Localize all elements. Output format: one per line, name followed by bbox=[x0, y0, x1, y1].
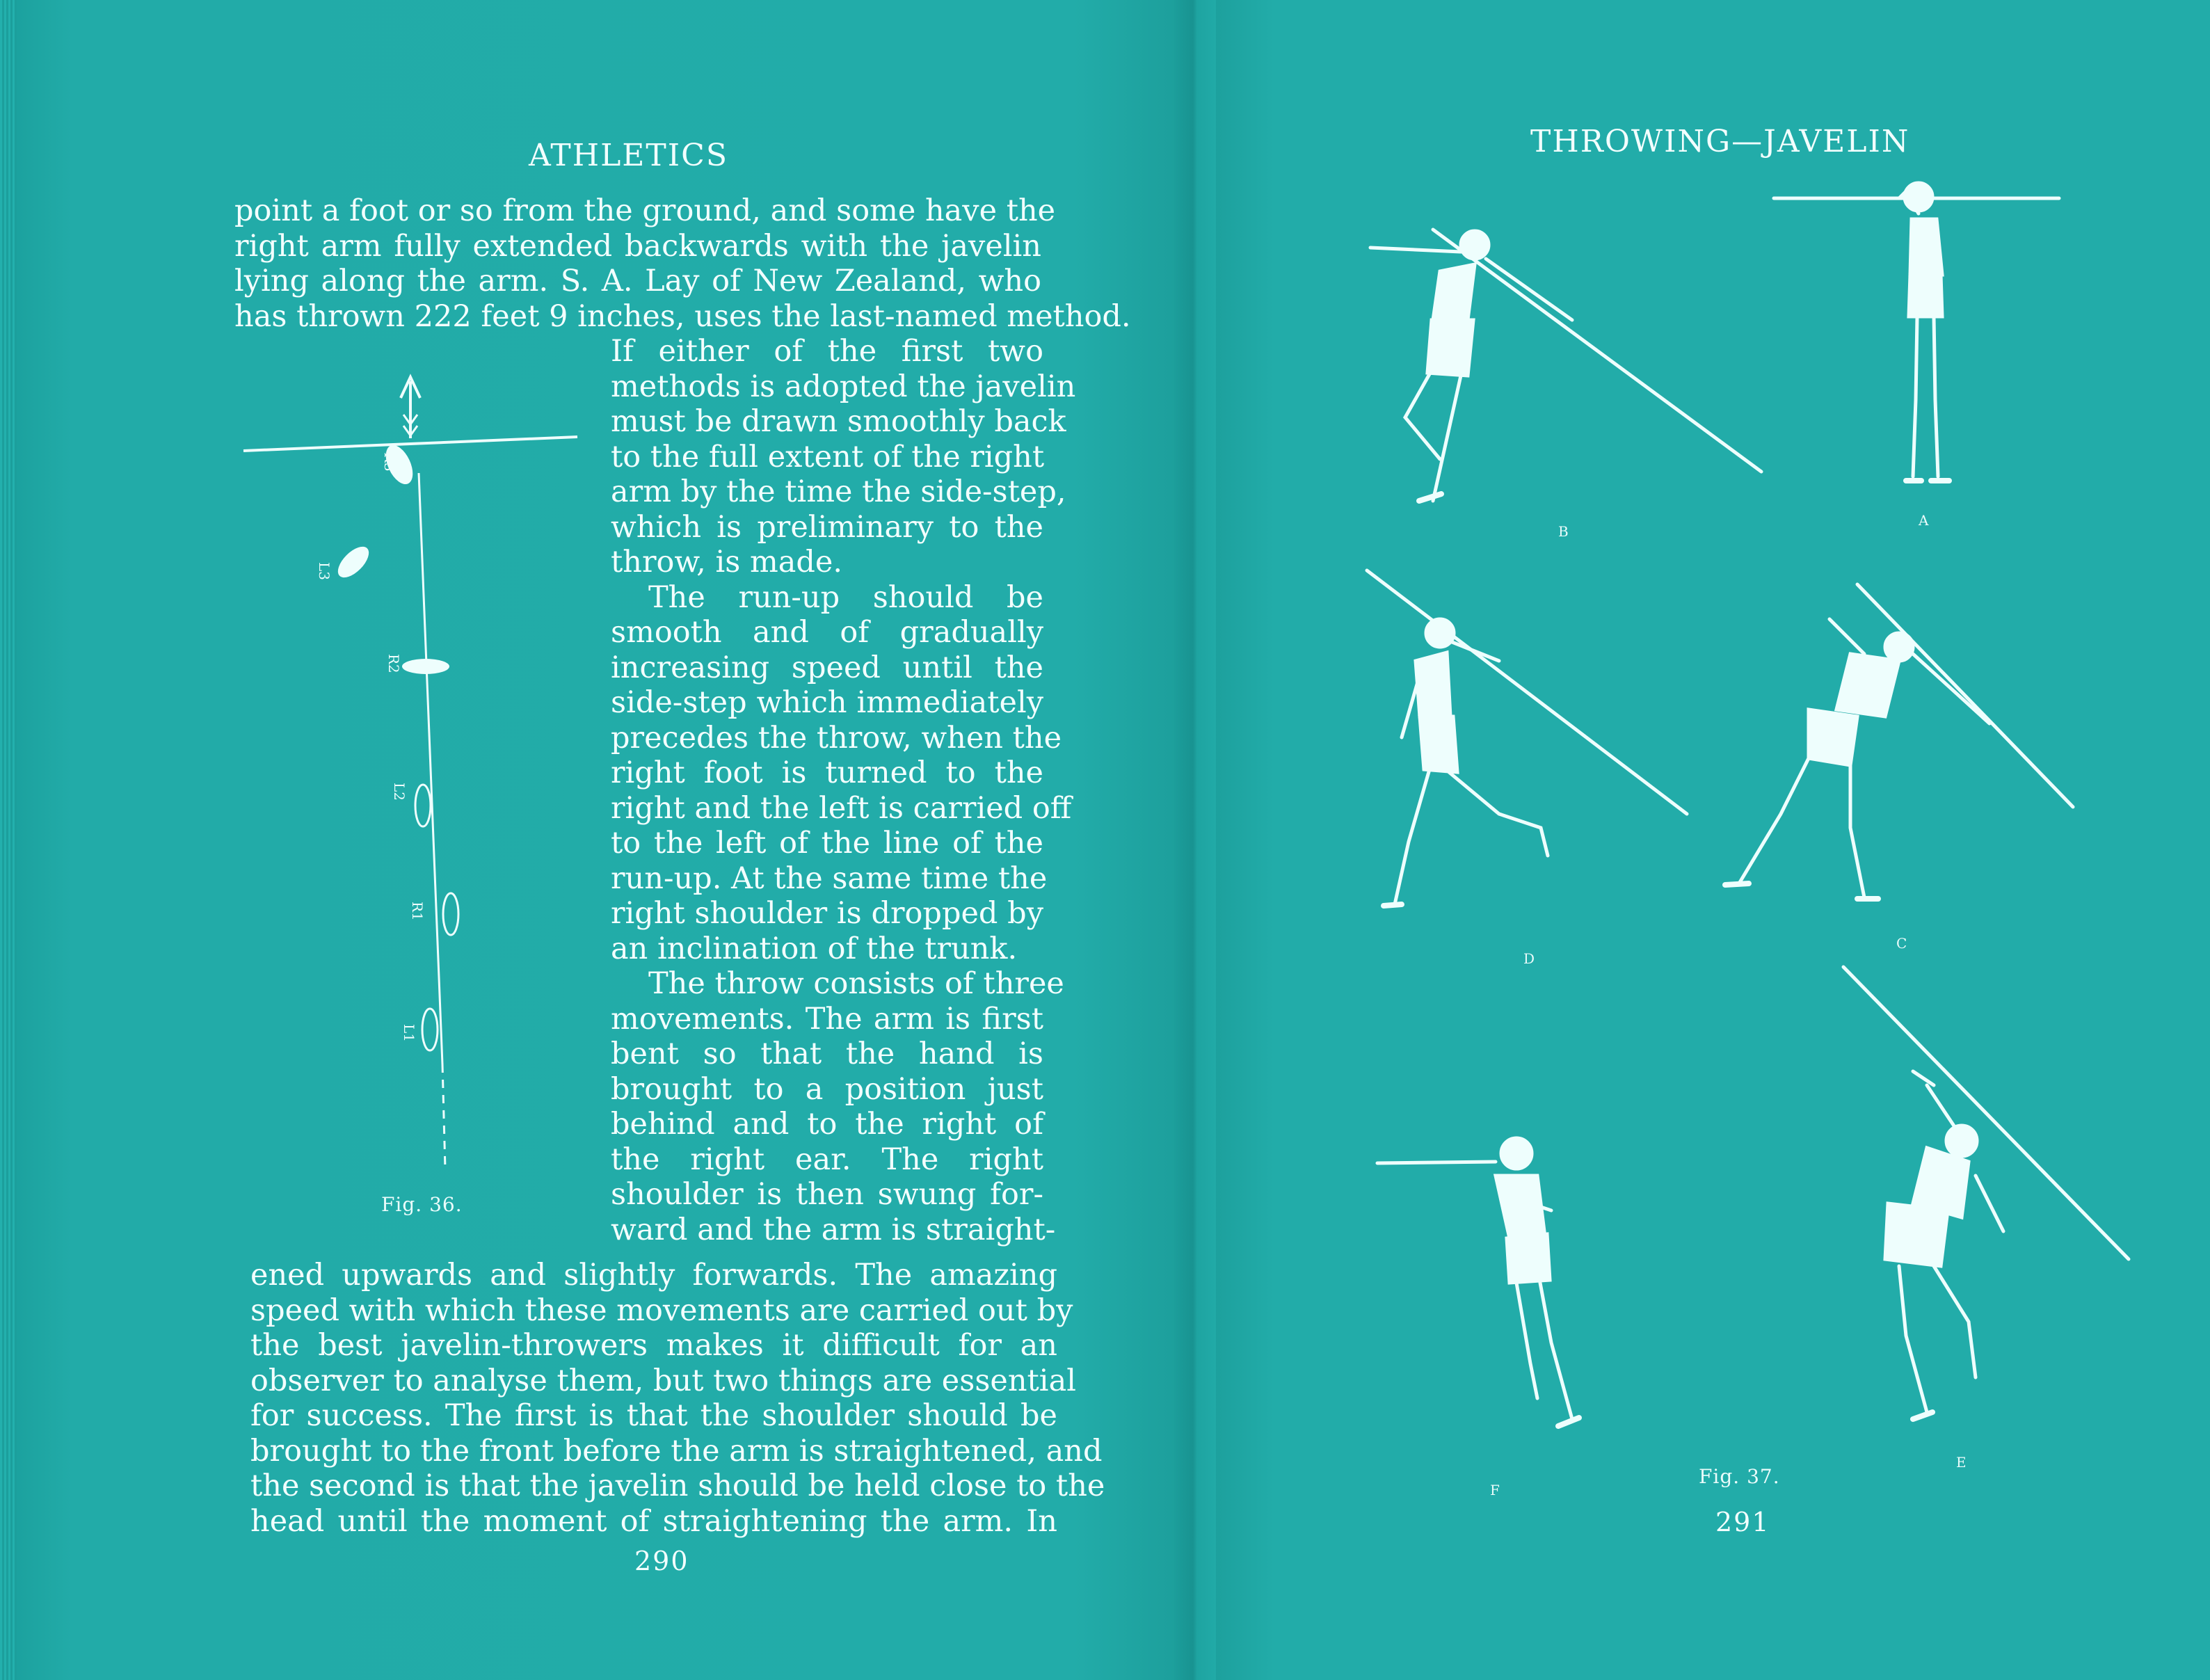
footprint-icon bbox=[442, 892, 460, 936]
footprints bbox=[337, 445, 460, 1052]
footprint-icon bbox=[414, 783, 432, 828]
text-line: precedes the throw, when the bbox=[611, 720, 1062, 755]
left-page bbox=[0, 0, 1193, 1680]
text-line: observer to analyse them, but two things… bbox=[250, 1363, 1076, 1398]
figure-letter-e: E bbox=[1956, 1454, 1967, 1471]
right-page bbox=[1193, 0, 2210, 1680]
text-block-top: point a foot or so from the ground, and … bbox=[234, 193, 1131, 334]
text-line: the second is that the javelin should be… bbox=[250, 1469, 1105, 1503]
text-line: shoulder is then swung for- bbox=[611, 1177, 1043, 1212]
text-line: for success. The first is that the shoul… bbox=[250, 1398, 1057, 1433]
text-line: The run-up should be bbox=[648, 579, 1043, 615]
text-line: the best javelin-throwers makes it diffi… bbox=[250, 1328, 1057, 1363]
athlete-figure-e bbox=[1829, 960, 2136, 1447]
text-line: to the full extent of the right bbox=[611, 439, 1045, 474]
footprint-icon bbox=[421, 1007, 439, 1052]
text-line: which is preliminary to the bbox=[611, 509, 1043, 545]
text-line: brought to a position just bbox=[611, 1071, 1043, 1107]
athlete-figure-b bbox=[1363, 209, 1767, 515]
figure-letter-d: D bbox=[1523, 950, 1536, 967]
foot-label-l3: L3 bbox=[316, 562, 333, 581]
figure-caption-37: Fig. 37. bbox=[1699, 1465, 1780, 1488]
footprint-icon bbox=[385, 445, 413, 485]
athlete-figure-f bbox=[1370, 1113, 1621, 1461]
text-line: throw, is made. bbox=[611, 545, 842, 579]
text-line: right foot is turned to the bbox=[611, 755, 1043, 790]
run-up-diagram bbox=[237, 369, 598, 1190]
page-edge bbox=[0, 0, 17, 1680]
page-number-right: 291 bbox=[1715, 1507, 1770, 1537]
text-line: smooth and of gradually bbox=[611, 615, 1043, 650]
text-line: right and the left is carried off bbox=[611, 790, 1072, 826]
throwing-line bbox=[243, 435, 578, 452]
text-line: the right ear. The right bbox=[611, 1142, 1043, 1177]
direction-arrow-head bbox=[399, 374, 422, 399]
text-line: ened upwards and slightly forwards. The … bbox=[250, 1258, 1057, 1293]
text-line: If either of the first two bbox=[611, 334, 1043, 369]
text-line: point a foot or so from the ground, and … bbox=[234, 193, 1056, 228]
footprint-icon bbox=[337, 546, 369, 578]
running-head-left: ATHLETICS bbox=[529, 138, 728, 173]
book-gutter bbox=[1174, 0, 1216, 1680]
figure-letter-a: A bbox=[1919, 512, 1930, 529]
text-line: brought to the front before the arm is s… bbox=[250, 1433, 1103, 1469]
foot-label-r1: R1 bbox=[409, 902, 426, 921]
text-line: ward and the arm is straight- bbox=[611, 1212, 1056, 1247]
text-line: methods is adopted the javelin bbox=[611, 369, 1076, 404]
text-line: right arm fully extended backwards with … bbox=[234, 228, 1041, 264]
text-line: must be drawn smoothly back bbox=[611, 404, 1066, 439]
running-head-right: THROWING—JAVELIN bbox=[1530, 124, 1910, 159]
text-line: side-step which immediately bbox=[611, 685, 1043, 720]
figure-letter-b: B bbox=[1558, 523, 1569, 540]
foot-label-r2: R2 bbox=[385, 654, 402, 673]
text-line: speed with which these movements are car… bbox=[250, 1293, 1073, 1328]
footprint-icon bbox=[402, 659, 449, 674]
figure-caption-36: Fig. 36. bbox=[381, 1193, 463, 1216]
athlete-figure-c bbox=[1711, 577, 2087, 904]
text-line: behind and to the right of bbox=[611, 1107, 1043, 1142]
foot-label-l1: L1 bbox=[401, 1024, 417, 1043]
text-line: right shoulder is dropped by bbox=[611, 896, 1043, 931]
text-line: increasing speed until the bbox=[611, 650, 1043, 685]
page-number-left: 290 bbox=[634, 1546, 689, 1576]
text-column: If either of the first two methods is ad… bbox=[611, 334, 1076, 1247]
text-line: bent so that the hand is bbox=[611, 1037, 1043, 1071]
text-line: to the left of the line of the bbox=[611, 826, 1043, 861]
text-line: run-up. At the same time the bbox=[611, 861, 1048, 896]
text-line: an inclination of the trunk. bbox=[611, 931, 1018, 966]
text-line: arm by the time the side-step, bbox=[611, 474, 1066, 509]
text-line: head until the moment of straightening t… bbox=[250, 1503, 1057, 1539]
athlete-figure-a bbox=[1767, 177, 2073, 497]
text-line: has thrown 222 feet 9 inches, uses the l… bbox=[234, 298, 1131, 334]
text-line: movements. The arm is first bbox=[611, 1001, 1043, 1037]
text-line: lying along the arm. S. A. Lay of New Ze… bbox=[234, 264, 1041, 298]
athlete-figure-d bbox=[1360, 563, 1694, 925]
figure-letter-f: F bbox=[1490, 1482, 1500, 1498]
foot-label-r3: R3 bbox=[381, 452, 398, 472]
foot-label-l2: L2 bbox=[391, 783, 408, 801]
run-up-line bbox=[417, 472, 444, 1065]
text-block-bottom: ened upwards and slightly forwards. The … bbox=[250, 1258, 1105, 1539]
text-line: The throw consists of three bbox=[648, 966, 1064, 1001]
figure-letter-c: C bbox=[1896, 935, 1908, 952]
